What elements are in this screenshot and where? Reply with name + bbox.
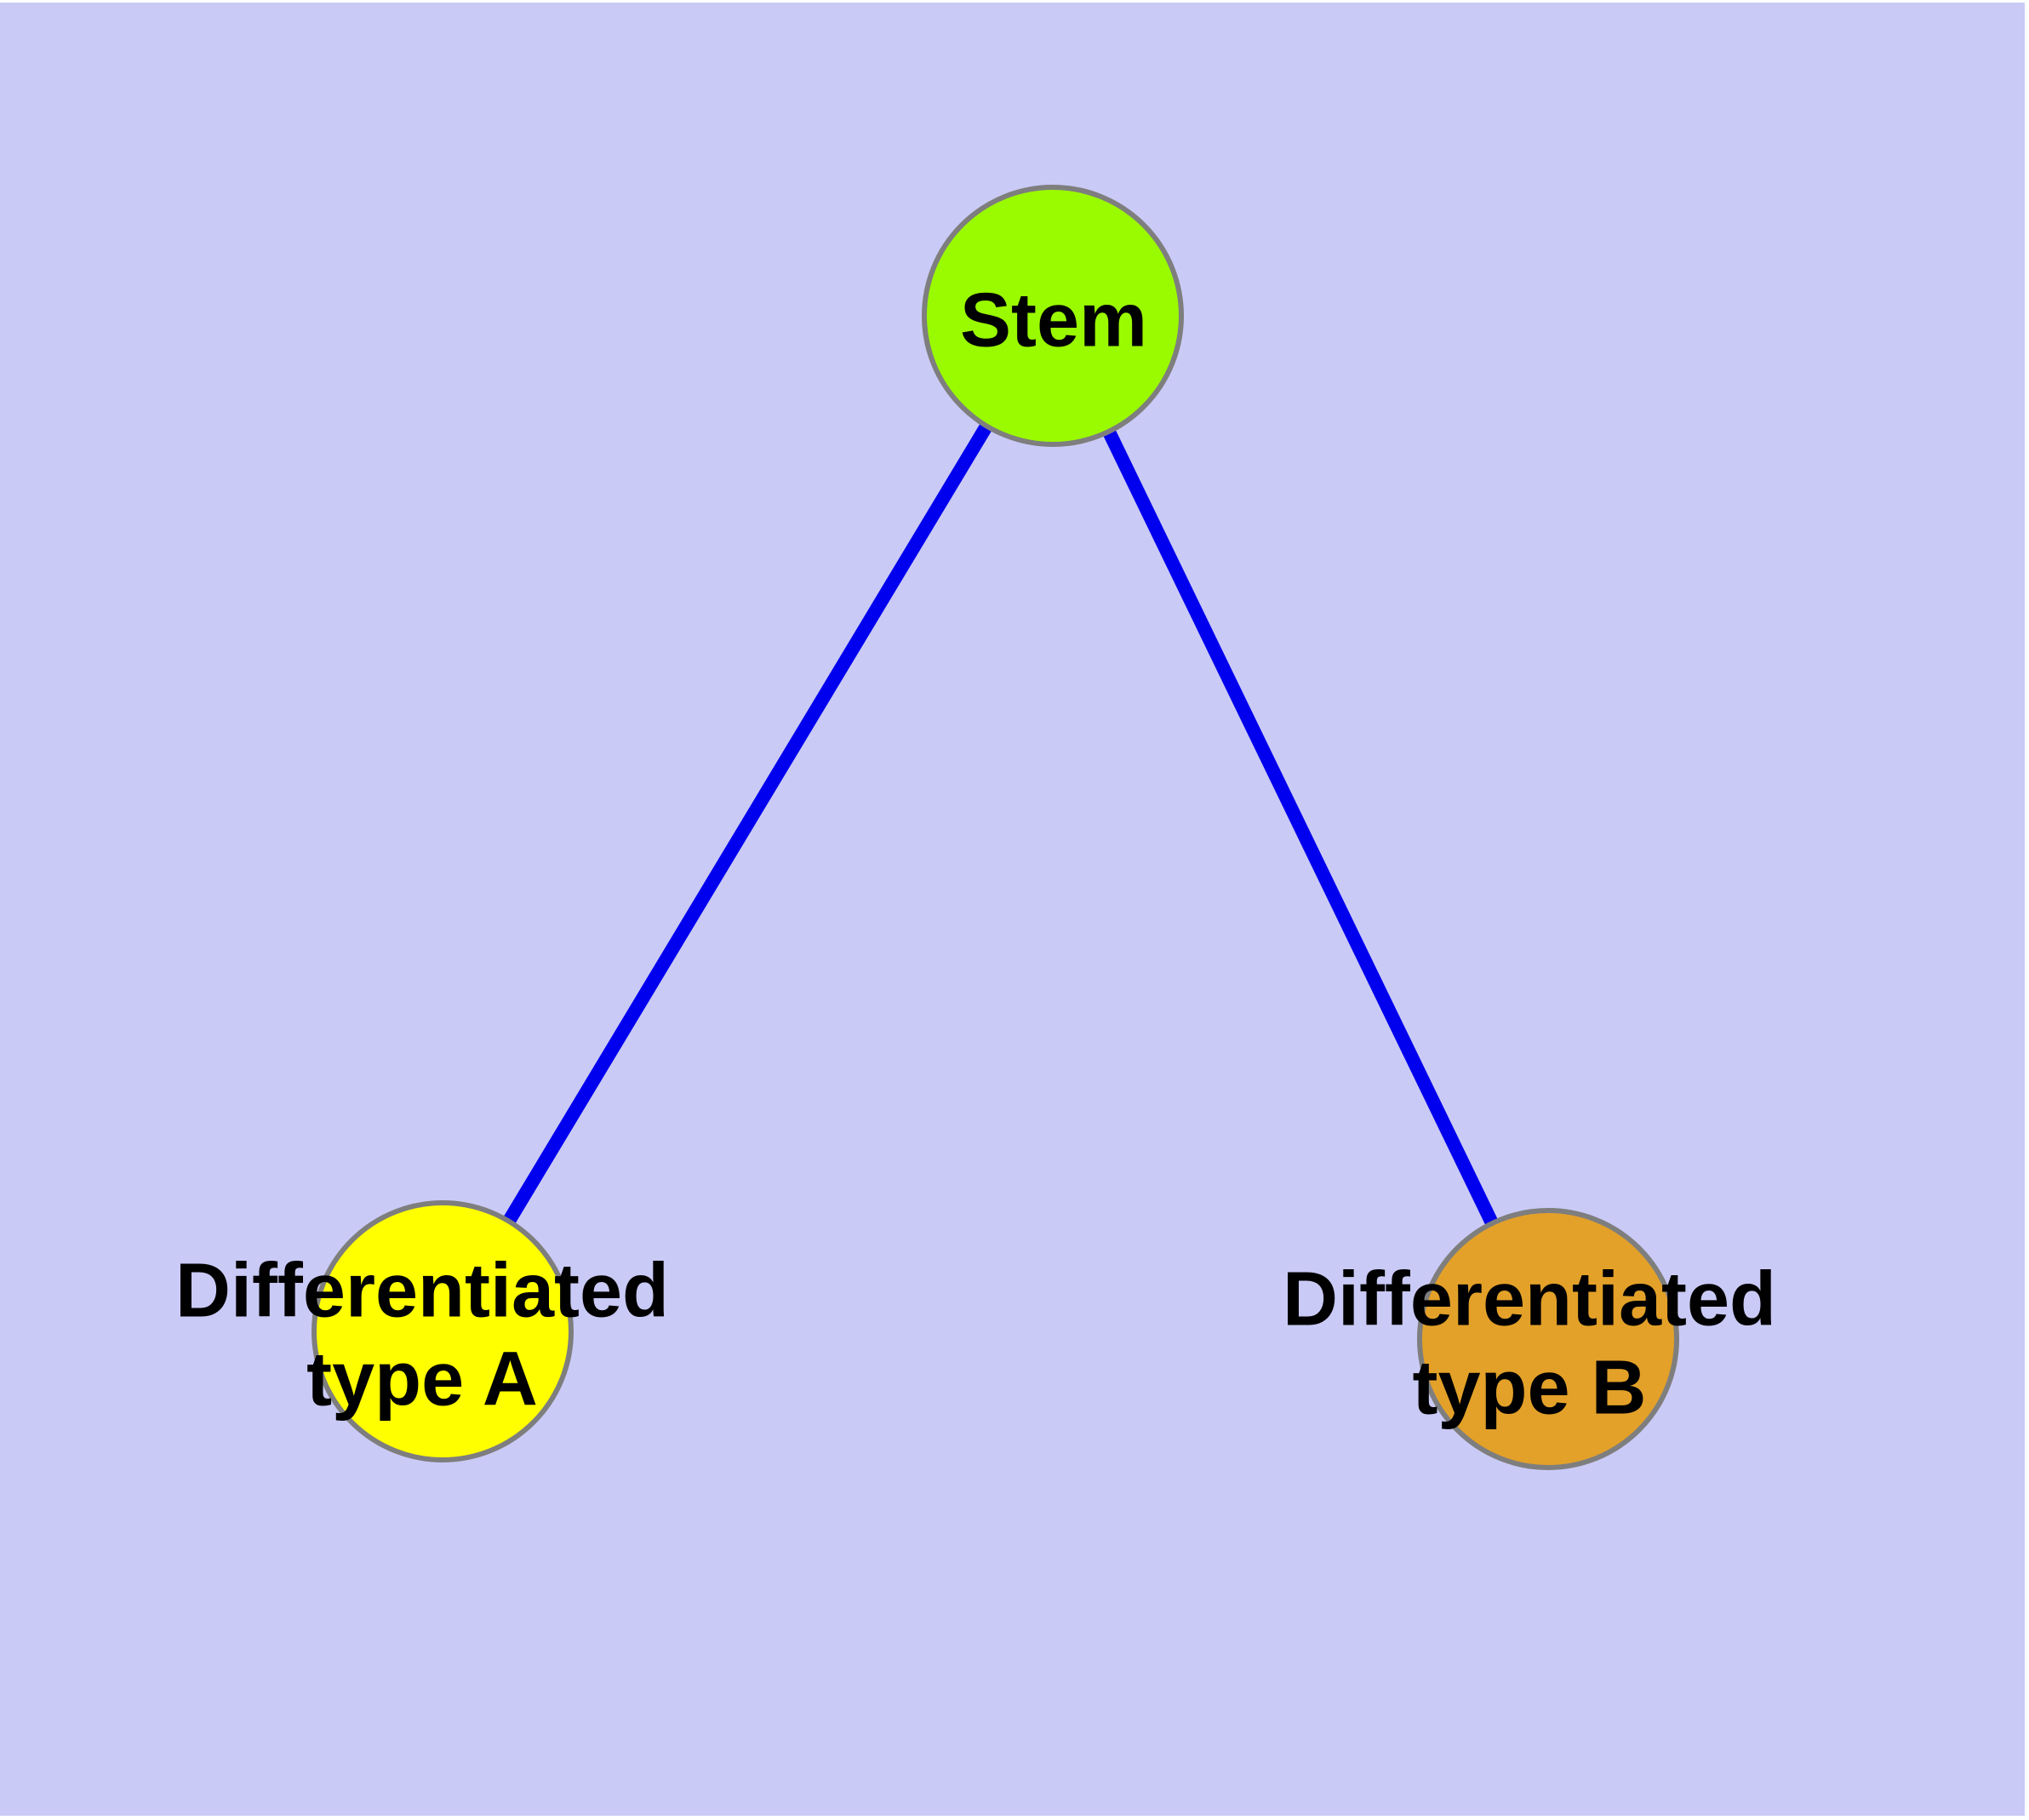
node-label-line: Stem <box>960 278 1147 363</box>
node-label-stem: Stem <box>960 278 1147 363</box>
node-label-line: Differentiated <box>1283 1257 1776 1342</box>
node-differentiated-type-a <box>311 1200 574 1462</box>
node-differentiated-type-b <box>1417 1208 1679 1470</box>
edge-stem-differentiated-type-b <box>1046 312 1555 1342</box>
node-label-line: Differentiated <box>175 1249 669 1334</box>
edge-stem-differentiated-type-a <box>437 312 1059 1336</box>
node-stem <box>922 185 1184 447</box>
node-label-line: type B <box>1412 1346 1646 1431</box>
node-label-line: type A <box>306 1337 538 1422</box>
